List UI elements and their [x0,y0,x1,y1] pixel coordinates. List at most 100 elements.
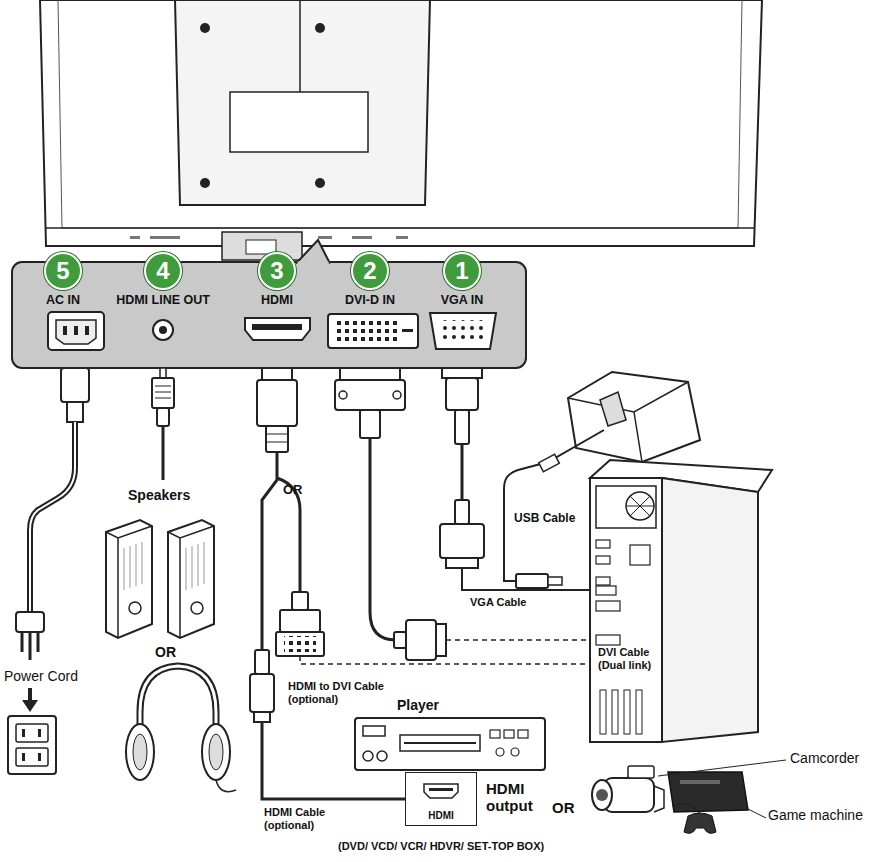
connector-panel [12,240,526,368]
power-cord [61,368,89,402]
or-label: OR [552,799,575,816]
audio-plug [155,386,171,398]
headphones [209,734,223,770]
cable-label: HDMI Cable (optional) [264,806,349,831]
power-cord [16,368,89,660]
dvi-cable [360,410,380,438]
connector-panel [298,262,329,265]
wall-outlet [16,724,48,742]
power-cord [16,612,44,632]
power-cord [67,402,83,422]
vga-cable [446,378,478,410]
hdmi-plug [257,380,297,426]
leader-line [746,808,766,818]
speakers [129,602,141,614]
dvi-cable [335,380,405,410]
game-console [668,772,748,833]
pc-tower [596,635,620,645]
arrow-down [22,700,38,712]
game-console [684,813,716,833]
hdmi-plug [257,368,297,452]
pc-tower [590,460,772,742]
wall-outlet [8,716,56,774]
port-callout: 5AC IN [18,250,108,368]
hdmi-port [245,318,310,340]
stand-plate [200,23,210,33]
connector-box: HDMI [405,772,477,826]
camcorder [592,766,664,812]
speakers [186,542,204,590]
hdmi-to-dvi-cable [284,636,316,652]
cable-label: HDMI to DVI Cable (optional) [288,680,403,705]
dvi-port [328,314,418,348]
wall-outlet [16,748,48,766]
power-cord [22,632,38,660]
pc-tower [596,601,620,611]
hdmi-to-dvi-cable [280,610,320,632]
hdmi-plug [266,426,288,452]
port-name: HDMI [261,293,293,307]
ac-inlet [56,320,96,344]
callout-number: 4 [144,252,182,290]
headphones [126,666,236,792]
pc-tower [626,492,654,520]
vga-cable [440,524,484,558]
camcorder [654,786,664,812]
usb-cable [516,574,548,588]
arrow-down [28,688,32,702]
pc-tower [624,690,630,734]
callout-number: 2 [351,252,389,290]
player [404,742,476,744]
player [518,730,528,738]
port-name: VGA IN [441,293,484,307]
speakers [191,602,203,614]
or-label: OR [283,483,303,498]
speakers [124,542,142,590]
stand-plate [230,92,368,152]
hdmi-output-icon [429,788,453,791]
monitor-back [58,0,742,228]
port-name: HDMI LINE OUT [116,293,210,307]
player [363,726,385,736]
hdmi-output-icon [424,784,458,798]
dvi-cable [335,368,594,660]
or-label: OR [155,644,176,660]
pc-tower [612,690,618,734]
port-callout: 1VGA IN [422,250,502,368]
camcorder [596,789,608,801]
vga-port [430,313,496,349]
camcorder [592,780,612,810]
monitor-back [130,236,140,239]
player [355,718,545,770]
wall-outlet [38,753,41,761]
ac-inlet [74,326,78,335]
cable-label: VGA Cable [470,596,526,609]
monitor-back [40,0,762,246]
power-cord [30,422,75,612]
speakers [106,520,152,638]
player [504,730,514,738]
vga-cable [462,568,598,590]
device-note: (DVD/ VCD/ VCR/ HDVR/ SET-TOP BOX) [338,840,544,853]
cable-label: DVI Cable (Dual link) [598,646,670,671]
dvi-cable [340,368,400,380]
port-window [222,232,302,260]
cable-connector [262,368,405,799]
audio-jack [153,320,173,340]
speakers [168,520,214,638]
callout-number: 5 [44,252,82,290]
device-label: Camcorder [790,750,859,766]
pc-tower [596,556,610,564]
monitor-back [318,236,332,239]
ac-inlet [48,312,104,350]
audio-jack [153,320,173,340]
pc-tower [636,690,642,734]
port-callout: 3HDMI [237,250,317,368]
vga-port [430,313,496,349]
audio-plug [152,378,174,408]
pc-tower [626,496,654,516]
dvi-port [334,320,398,344]
ac-inlet [63,326,67,335]
